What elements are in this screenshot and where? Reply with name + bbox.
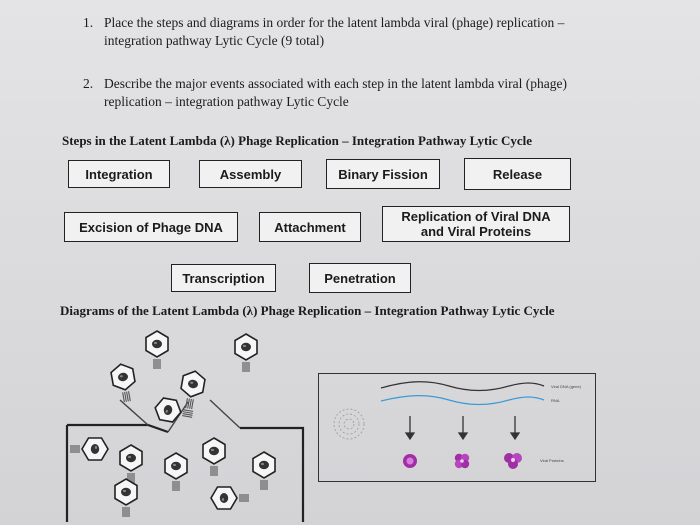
step-penetration: Penetration — [309, 263, 411, 293]
instruction-text-line: replication – integration pathway Lytic … — [104, 94, 349, 109]
viral-protein-icon — [504, 453, 522, 469]
phage-icon — [177, 368, 207, 412]
instruction-1: 1. Place the steps and diagrams in order… — [83, 14, 643, 54]
instruction-text-line: Describe the major events associated wit… — [104, 76, 567, 91]
step-assembly: Assembly — [199, 160, 302, 188]
phage-icon — [164, 452, 188, 492]
phage-icon — [69, 437, 109, 461]
step-integration: Integration — [68, 160, 170, 188]
phage-icon — [202, 437, 226, 477]
phage-icon — [114, 478, 138, 518]
diagrams-heading: Diagrams of the Latent Lambda (λ) Phage … — [60, 303, 555, 318]
instruction-text-line: Place the steps and diagrams in order fo… — [104, 15, 565, 30]
viral-proteins-label: Viral Proteins — [540, 458, 564, 463]
phage-icon — [145, 330, 169, 370]
rna-label: RNA — [551, 398, 560, 403]
instruction-number: 1. — [83, 15, 94, 30]
step-transcription: Transcription — [171, 264, 276, 292]
transcription-diagram: Viral DNA (gene) RNA Viral Proteins — [318, 373, 596, 482]
step-release: Release — [464, 158, 571, 190]
host-dna-blob — [333, 408, 365, 440]
viral-dna-label: Viral DNA (gene) — [551, 384, 582, 389]
phage-icon — [109, 361, 139, 405]
phage-icon — [210, 486, 250, 510]
step-replication-of-viral-dna: Replication of Viral DNA and Viral Prote… — [382, 206, 570, 242]
instruction-number: 2. — [83, 76, 94, 91]
phage-icon — [119, 444, 143, 484]
step-binary-fission: Binary Fission — [326, 159, 440, 189]
phage-icon — [234, 333, 258, 373]
phage-icon — [152, 396, 196, 426]
instruction-text-line: integration pathway Lytic Cycle (9 total… — [104, 33, 325, 48]
step-replication-line1: Replication of Viral DNA — [401, 209, 551, 224]
instruction-2: 2. Describe the major events associated … — [83, 75, 643, 115]
viral-protein-icon — [454, 453, 470, 469]
step-replication-line2: and Viral Proteins — [420, 224, 532, 239]
steps-heading: Steps in the Latent Lambda (λ) Phage Rep… — [62, 133, 533, 148]
rna-strand — [380, 394, 545, 406]
phage-icon — [252, 451, 276, 491]
step-excision-of-phage-dna: Excision of Phage DNA — [64, 212, 238, 242]
viral-protein-icon — [403, 454, 417, 468]
step-attachment: Attachment — [259, 212, 361, 242]
viral-dna-strand — [380, 381, 545, 392]
